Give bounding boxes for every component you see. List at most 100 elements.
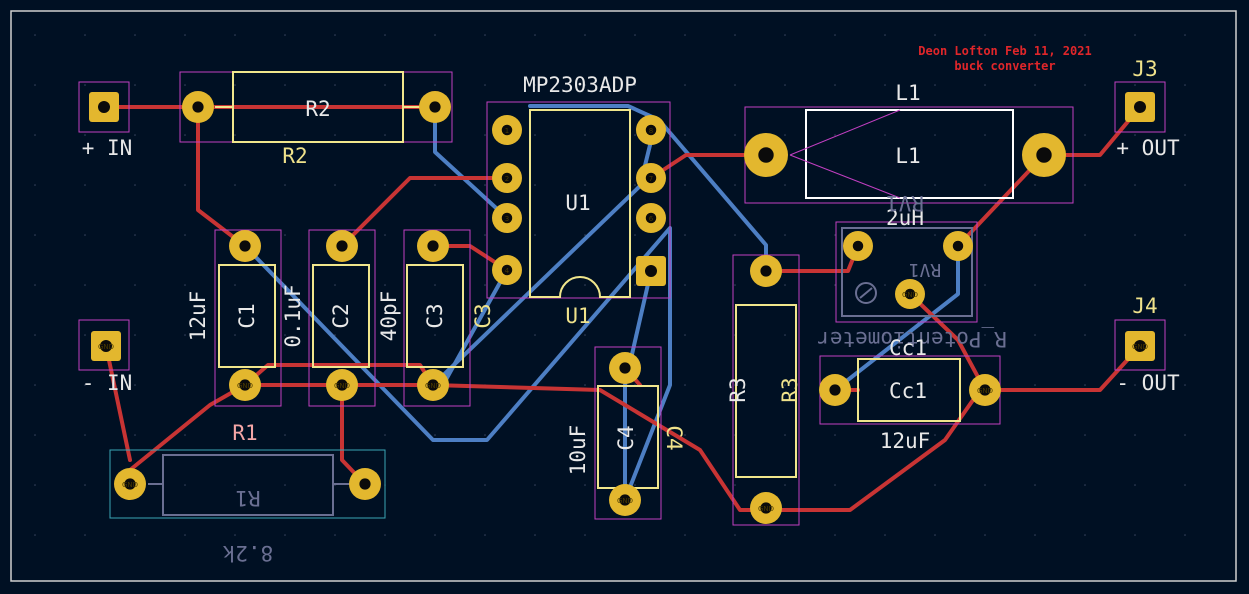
grid-dot [184, 34, 186, 36]
grid-dot [284, 234, 286, 236]
grid-dot [684, 184, 686, 186]
u1-body: U1 [565, 191, 590, 215]
grid-dot [884, 34, 886, 36]
grid-dot [34, 434, 36, 436]
grid-dot [334, 34, 336, 36]
grid-dot [184, 484, 186, 486]
grid-dot [884, 84, 886, 86]
grid-dot [584, 484, 586, 486]
grid-dot [434, 434, 436, 436]
rv1-ref: RV1 [909, 259, 942, 280]
u1-pad-6-label: 6 [649, 215, 654, 223]
grid-dot [534, 484, 536, 486]
grid-dot [134, 34, 136, 36]
grid-dot [184, 434, 186, 436]
grid-dot [84, 434, 86, 436]
grid-dot [384, 534, 386, 536]
l1-outline [805, 109, 1014, 199]
grid-dot [884, 284, 886, 286]
grid-dot [684, 234, 686, 236]
grid-dot [684, 284, 686, 286]
grid-dot [434, 284, 436, 286]
cc1-value: 12uF [880, 429, 931, 453]
grid-dot [234, 334, 236, 336]
front-copper-tracks [102, 105, 1142, 512]
c4-pad-2-drill [619, 494, 631, 506]
grid-dot [784, 484, 786, 486]
c4-pad-1-drill [619, 362, 631, 374]
grid-dot [584, 184, 586, 186]
grid-dot [1134, 134, 1136, 136]
u1-pad-2-label: 2 [505, 175, 509, 183]
r3-ref: R3 [778, 377, 802, 402]
grid-dot [1134, 434, 1136, 436]
c2-pad-2-drill [336, 379, 348, 391]
grid-dot [434, 34, 436, 36]
c1-pad-1-drill [239, 240, 251, 252]
j2-pad-label: GND [98, 343, 114, 351]
grid-dot [734, 84, 736, 86]
grid-dot [1034, 384, 1036, 386]
grid-dot [1184, 184, 1186, 186]
grid-dot [234, 534, 236, 536]
grid-dot [484, 34, 486, 36]
j1-pad-drill [98, 101, 110, 113]
grid-dot [284, 134, 286, 136]
grid-dot [884, 234, 886, 236]
grid-dot [534, 534, 536, 536]
grid-dot [884, 134, 886, 136]
grid-dot [984, 84, 986, 86]
grid-dot [784, 134, 786, 136]
grid-dot [984, 434, 986, 436]
grid-dot [584, 334, 586, 336]
grid-dot [134, 334, 136, 336]
grid-dot [334, 434, 336, 436]
c3-pad-2-label: GND [425, 382, 441, 390]
grid-dot [1034, 534, 1036, 536]
grid-dot [1134, 84, 1136, 86]
l1-courtyard-detail [789, 109, 901, 199]
back-copper-tracks [243, 104, 960, 502]
grid-dot [184, 334, 186, 336]
grid-dot [1184, 84, 1186, 86]
grid-dot [34, 384, 36, 386]
grid-dot [1084, 234, 1086, 236]
r3-pad-1-drill [760, 265, 772, 277]
grid-dot [34, 284, 36, 286]
grid-dot [934, 434, 936, 436]
j3-label: + OUT [1116, 136, 1180, 160]
grid-dot [784, 284, 786, 286]
grid-dot [1134, 184, 1136, 186]
grid-dot [84, 84, 86, 86]
grid-dot [284, 34, 286, 36]
grid-dot [334, 184, 336, 186]
grid-dot [184, 134, 186, 136]
grid-dot [734, 284, 736, 286]
grid-dot [834, 484, 836, 486]
grid-dot [434, 534, 436, 536]
grid-dot [1084, 34, 1086, 36]
grid-dot [334, 134, 336, 136]
r1-pad-2-drill [359, 478, 371, 490]
grid-dot [34, 84, 36, 86]
grid-dot [384, 284, 386, 286]
grid-dot [84, 384, 86, 386]
grid-dot [1184, 334, 1186, 336]
grid-dot [484, 484, 486, 486]
grid-dot [1034, 334, 1036, 336]
r3-value: R3 [726, 377, 750, 402]
grid-dot [884, 534, 886, 536]
grid-dot [834, 34, 836, 36]
c4-side: C4 [662, 425, 686, 450]
grid-dot [784, 534, 786, 536]
grid-dot [834, 434, 836, 436]
r2-pad-2-drill [429, 101, 441, 113]
back-silk-outlines [148, 227, 973, 516]
grid-dot [1034, 84, 1036, 86]
l1-pad-2-drill [1036, 147, 1052, 163]
u1-pad-3-drill [501, 212, 513, 224]
l1-value: 2uH [886, 206, 924, 230]
grid-dot [934, 234, 936, 236]
l1-ref: L1 [895, 144, 920, 168]
